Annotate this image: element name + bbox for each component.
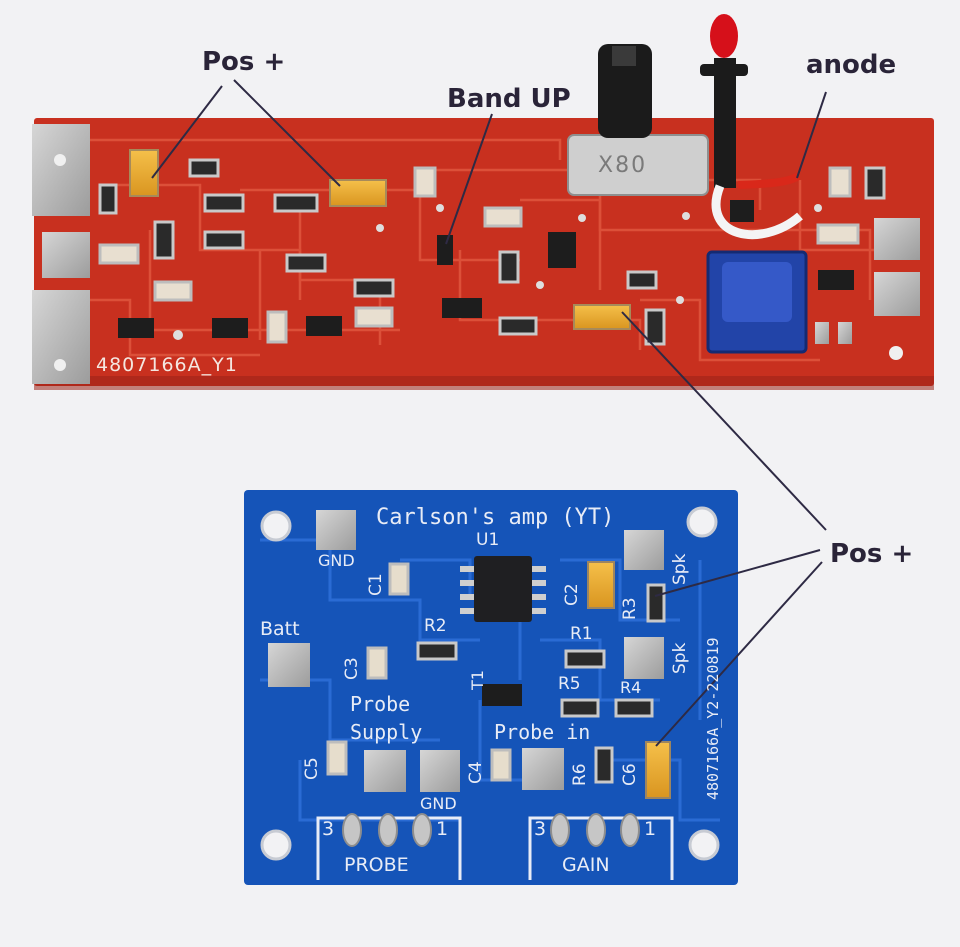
designator-c2: C2 xyxy=(562,583,582,606)
designator-r5: R5 xyxy=(558,674,581,694)
designator-c5: C5 xyxy=(302,757,322,780)
annotation-pos-plus-top: Pos + xyxy=(202,47,286,77)
label-pin3-left: 3 xyxy=(322,818,335,840)
blue-board-vertical-id: 4807166A_Y2-220819 xyxy=(704,637,722,800)
label-gnd-bottom: GND xyxy=(420,794,457,813)
label-pin1-left: 1 xyxy=(436,818,449,840)
designator-c1: C1 xyxy=(366,573,386,596)
label-gnd-top: GND xyxy=(318,551,355,570)
label-spk-top: Spk xyxy=(670,553,690,585)
edge-pad xyxy=(32,124,90,216)
blue-board-title: Carlson's amp (YT) xyxy=(376,505,615,530)
label-probe-supply-line2: Supply xyxy=(350,720,423,744)
blue-pcb xyxy=(244,490,738,885)
label-pin3-right: 3 xyxy=(534,818,547,840)
designator-r3: R3 xyxy=(620,597,640,620)
red-pcb xyxy=(32,14,934,390)
edge-pad xyxy=(42,232,90,278)
crystal-marking: X80 xyxy=(598,153,648,178)
designator-r2: R2 xyxy=(424,616,447,636)
annotation-leader-lines xyxy=(151,79,827,747)
designator-c6: C6 xyxy=(620,763,640,786)
red-board-part-number: 4807166A_Y1 xyxy=(96,354,238,376)
label-probe: PROBE xyxy=(344,854,409,876)
designator-r6: R6 xyxy=(570,763,590,786)
label-spk-mid: Spk xyxy=(670,642,690,674)
annotation-anode: anode xyxy=(806,50,897,80)
designator-c4: C4 xyxy=(466,761,486,784)
designator-c3: C3 xyxy=(342,657,362,680)
designator-r4: R4 xyxy=(620,678,642,697)
annotation-band-up: Band UP xyxy=(447,84,571,114)
label-probe-supply-line1: Probe xyxy=(350,692,411,716)
label-gain: GAIN xyxy=(562,854,610,876)
label-pin1-right: 1 xyxy=(644,818,657,840)
label-batt: Batt xyxy=(260,618,300,640)
label-probe-in: Probe in xyxy=(494,720,591,744)
designator-u1: U1 xyxy=(476,530,500,550)
designator-t1: T1 xyxy=(468,670,487,690)
red-board-smd-parts xyxy=(98,14,886,354)
designator-r1: R1 xyxy=(570,624,593,644)
annotation-pos-plus-right: Pos + xyxy=(830,539,914,569)
